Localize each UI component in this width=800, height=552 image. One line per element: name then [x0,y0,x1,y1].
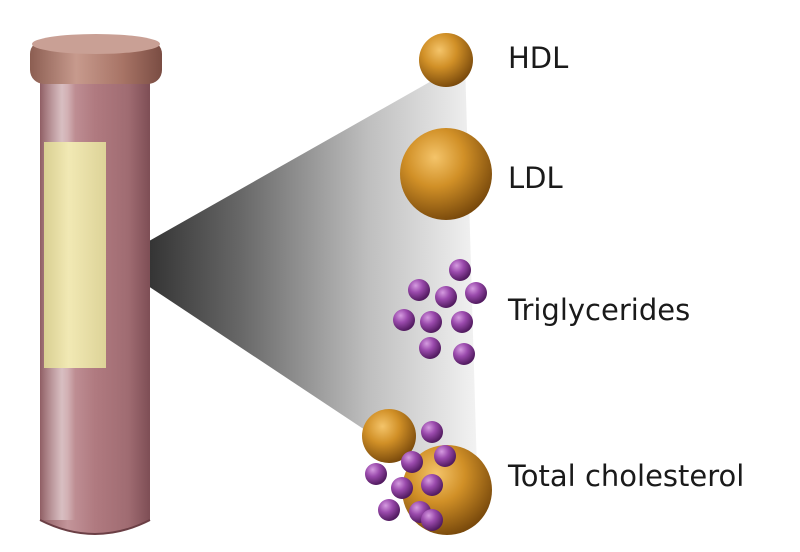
hdl-sphere-icon [419,33,473,87]
tube-label [44,142,106,368]
triglycerides-label: Triglycerides [508,293,691,327]
ldl-sphere-icon [400,128,492,220]
hdl-label: HDL [508,41,569,75]
magnification-cone [112,62,478,505]
ldl-label: LDL [508,161,563,195]
triglycerides-cluster-icon [393,259,487,365]
total-cholesterol-label: Total cholesterol [508,459,745,493]
test-tube-icon [30,34,162,535]
total-cholesterol-cluster-icon [362,409,492,535]
